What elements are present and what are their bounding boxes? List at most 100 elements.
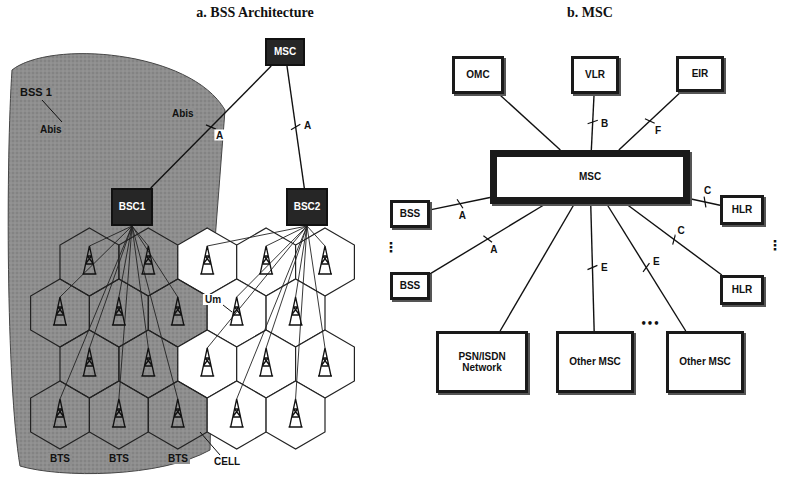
abis-link [237,226,307,399]
abis-link [207,226,307,348]
node-label: BSS [400,280,421,292]
abis-link [307,226,325,348]
node-label: HLR [732,204,753,216]
interface-label: C [702,185,713,196]
bts-tower [318,246,332,274]
node-label: BSS [400,208,421,220]
cell-hexagon [60,330,119,398]
abis-link [266,226,307,348]
msc-box: MSC [265,38,305,66]
abis-link [132,226,178,297]
interface-label: A [457,210,468,221]
region-label: BSS 1 [18,86,54,98]
bss-box: BSS [390,272,430,300]
abis-link [132,226,148,348]
cell-hexagon [60,228,119,296]
interface-label: C [676,224,687,235]
node-label: OMC [466,69,489,81]
bts-tower [259,246,273,274]
node-label: MSC [579,171,601,183]
interface-label: E [651,256,662,267]
interface-link [151,66,271,188]
bts-tower [289,297,303,325]
bsc-box: BSC2 [286,188,328,226]
bss-box: BSS [390,200,430,228]
interface-link [607,204,686,331]
bts-tower [112,297,126,325]
bts-tower [82,348,96,376]
node-label: BSC1 [119,201,146,213]
node-label: PSN/ISDN Network [439,351,525,374]
bts-tower [289,399,303,427]
interface-label: Abis [38,124,64,135]
bts-label: BTS [166,453,190,464]
bts-tower [259,348,273,376]
node-label: Other MSC [569,356,621,368]
interface-link [499,94,560,150]
interface-link [430,204,545,274]
interface-tick [457,199,463,208]
interface-link [500,204,574,331]
cell-hexagon [266,381,325,449]
interface-link [619,92,681,150]
cell-hexagon [31,381,90,449]
node-label: BSC2 [294,201,321,213]
eir-box: EIR [676,56,724,92]
bts-tower [141,246,155,274]
interface-label: A [488,244,499,255]
node-label: VLR [585,69,605,81]
interface-tick [673,234,676,244]
interface-link [430,198,490,210]
ellipsis-mark: ⋮ [766,238,784,253]
interface-label: Abis [170,108,196,119]
vlr-box: VLR [571,56,619,94]
bts-label: BTS [48,453,72,464]
abis-link [237,226,307,297]
bts-tower [53,399,67,427]
node-label: MSC [274,46,296,58]
bts-tower [141,348,155,376]
figure-title: b. MSC [565,5,615,20]
cell-hexagon [89,381,148,449]
cell-hexagon [89,279,148,347]
msc-box: MSC [490,150,690,204]
interface-label: B [599,117,610,128]
interface-tick [291,124,300,129]
interface-tick [206,125,216,129]
other-msc-box: Other MSC [666,331,744,393]
abis-link [60,226,132,297]
ellipsis-mark: ⋮ [382,240,400,255]
cell-hexagon [148,381,207,449]
node-label: HLR [732,284,753,296]
bts-towers [53,246,332,427]
bts-label: BTS [107,453,131,464]
leader-line [223,305,232,312]
interface-link [626,204,722,275]
interface-tick [643,263,649,272]
interface-label: Um [203,294,223,305]
leader-line [42,100,62,122]
abis-link [132,226,178,399]
cell-hexagon [207,381,266,449]
omc-box: OMC [452,56,504,94]
node-label: EIR [692,68,709,80]
abis-link [89,226,132,348]
bts-tower [200,246,214,274]
abis-link [119,226,132,297]
bts-tower [53,297,67,325]
interface-tick [588,120,598,124]
cell-label: CELL [212,456,242,467]
interface-tick [483,236,492,242]
other-msc-box: Other MSC [556,331,634,393]
bts-tower [230,399,244,427]
network-box: PSN/ISDN Network [436,331,528,393]
bts-tower [82,246,96,274]
interface-label: E [599,262,610,273]
interface-label: F [653,124,663,135]
abis-links [60,226,325,399]
bts-tower [230,297,244,325]
bts-tower [318,348,332,376]
figure-title: a. BSS Architecture [194,5,315,20]
